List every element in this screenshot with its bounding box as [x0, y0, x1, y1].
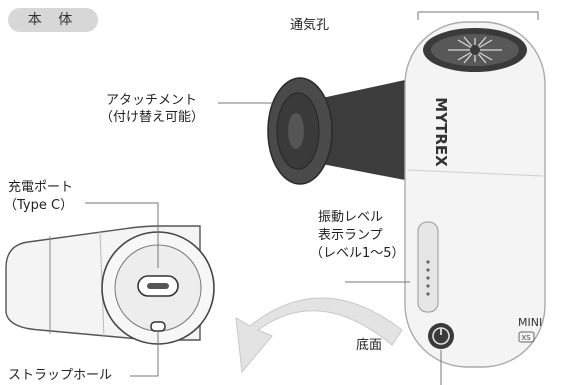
main-device: MYTREX MINI XS — [267, 21, 546, 368]
level-lamp-label-2: 表示ランプ — [318, 228, 383, 243]
model-name: MINI — [518, 316, 542, 329]
level-lamp-label: 振動レベル — [318, 210, 384, 225]
section-title-tag: 本 体 — [8, 8, 98, 32]
charge-port-label: 充電ポート — [8, 180, 74, 195]
attachment-label: アタッチメント — [106, 93, 198, 108]
rotate-arrow-icon — [235, 297, 403, 374]
attachment-label-sub: （付け替え可能） — [100, 110, 205, 125]
brand-logo: MYTREX — [432, 97, 450, 167]
leader-lines — [85, 11, 539, 385]
vent-label: 通気孔 — [290, 18, 330, 33]
charge-port-label-sub: （Type C） — [4, 198, 74, 213]
model-sub: XS — [521, 334, 531, 342]
level-lamp-label-3: （レベル1～5） — [310, 246, 405, 261]
bottom-label: 底面 — [356, 338, 383, 353]
strap-hole-label: ストラップホール — [8, 368, 113, 383]
bottom-view-device — [5, 225, 215, 345]
